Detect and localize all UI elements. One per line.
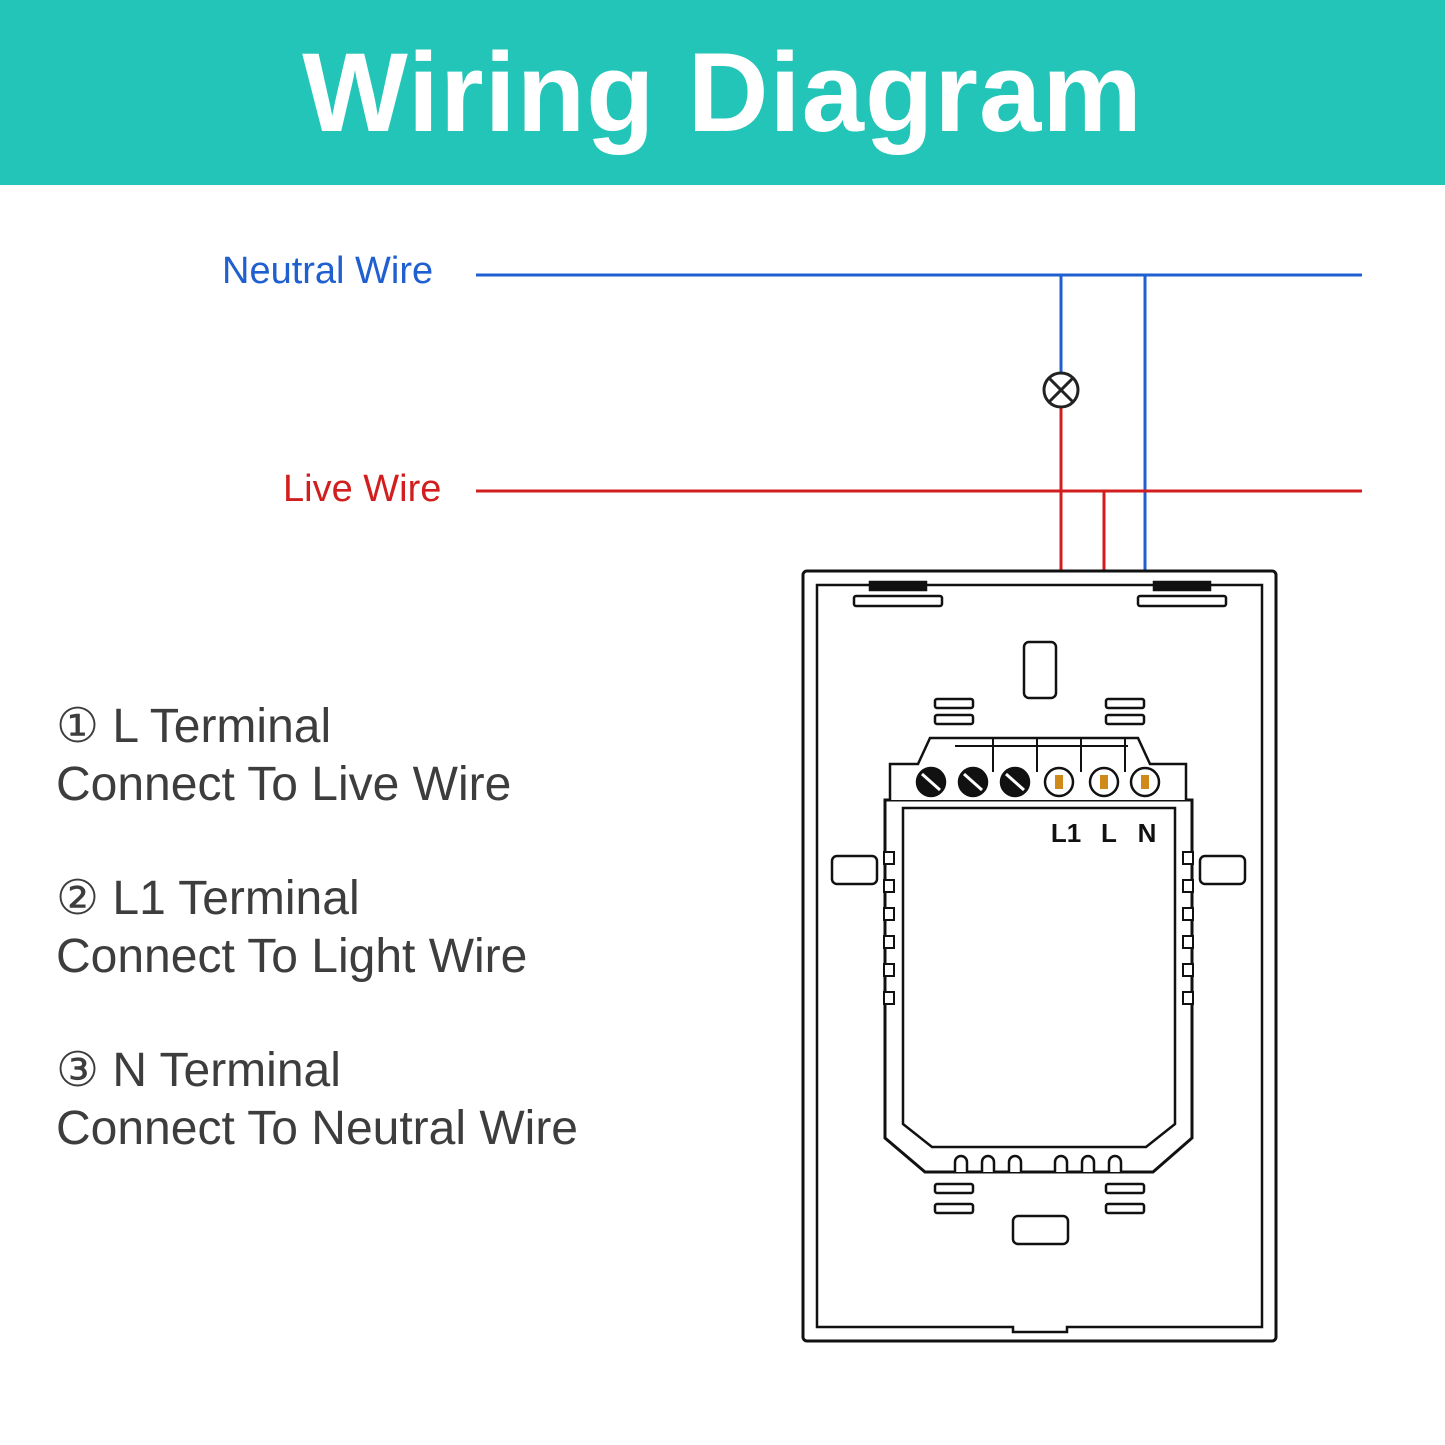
neutral-wire-label: Neutral Wire <box>222 250 434 292</box>
step-heading: ② L1 Terminal <box>56 872 360 925</box>
terminal-label-l: L <box>1101 818 1117 848</box>
step-detail: Connect To Neutral Wire <box>56 1102 578 1155</box>
mounting-clips <box>830 580 1247 1246</box>
step-heading: ① L Terminal <box>56 700 332 753</box>
step-l-terminal: ① L Terminal Connect To Live Wire <box>56 698 676 814</box>
vent-slots <box>933 697 1146 1215</box>
wire-terminals <box>1043 766 1161 798</box>
unused-screws <box>915 766 1031 798</box>
step-detail: Connect To Live Wire <box>56 758 512 811</box>
instructions-list: ① L Terminal Connect To Live Wire ② L1 T… <box>56 698 676 1214</box>
step-n-terminal: ③ N Terminal Connect To Neutral Wire <box>56 1042 676 1158</box>
side-teeth <box>883 851 1194 1005</box>
step-detail: Connect To Light Wire <box>56 930 528 983</box>
terminal-label-n: N <box>1138 818 1157 848</box>
lamp-icon <box>1042 371 1080 409</box>
header-banner <box>0 0 1445 185</box>
switch-module <box>883 736 1194 1174</box>
terminal-label-l1: L1 <box>1051 818 1081 848</box>
step-heading: ③ N Terminal <box>56 1044 341 1097</box>
live-wire-label: Live Wire <box>283 468 442 510</box>
bottom-bumps <box>953 1154 1123 1172</box>
step-l1-terminal: ② L1 Terminal Connect To Light Wire <box>56 870 676 986</box>
page-title: Wiring Diagram <box>302 30 1143 155</box>
